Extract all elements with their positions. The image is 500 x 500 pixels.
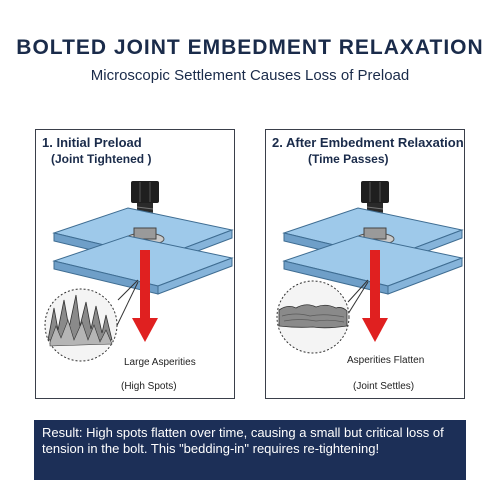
panel-title: 1. Initial Preload <box>42 135 142 150</box>
panel-after-relaxation: 2. After Embedment Relaxation (Time Pass… <box>265 129 465 399</box>
asperity-caption: Asperities Flatten <box>347 355 425 366</box>
preload-arrow <box>140 250 150 320</box>
asperity-note: (Joint Settles) <box>353 381 415 392</box>
asperity-note: (High Spots) <box>121 381 177 392</box>
joint-diagram-initial <box>44 181 234 362</box>
panel-subtitle: (Time Passes) <box>308 152 389 166</box>
nut <box>133 227 157 240</box>
nut <box>363 227 387 240</box>
bolt-head <box>361 181 389 203</box>
diagram-subtitle: Microscopic Settlement Causes Loss of Pr… <box>90 67 410 84</box>
diagram-title: BOLTED JOINT EMBEDMENT RELAXATION <box>16 36 484 59</box>
asperity-caption: Large Asperities <box>124 357 196 368</box>
joint-diagram-relaxed <box>276 181 464 354</box>
bolt-head <box>131 181 159 203</box>
panel-subtitle: (Joint Tightened ) <box>51 152 152 166</box>
preload-arrow <box>370 250 380 320</box>
large-asperities <box>47 294 113 341</box>
flattened-asperities <box>278 304 348 329</box>
panel-title: 2. After Embedment Relaxation <box>272 135 464 150</box>
panel-initial-preload: 1. Initial Preload (Joint Tightened ) La… <box>35 129 235 399</box>
result-banner: Result: High spots flatten over time, ca… <box>34 420 466 480</box>
